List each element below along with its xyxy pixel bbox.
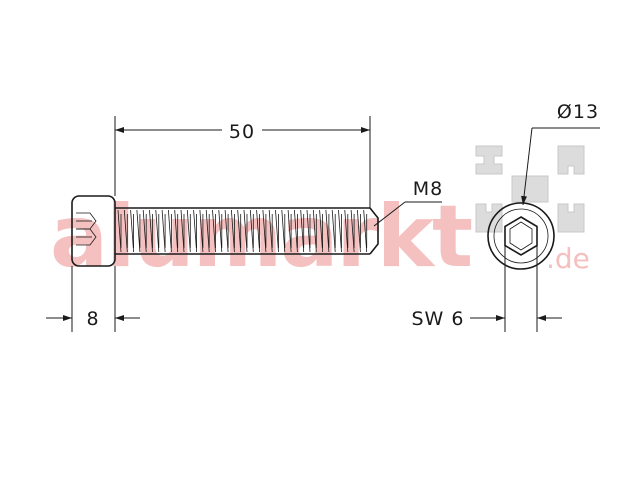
thread-crest-line xyxy=(331,209,336,253)
thread-crest-line xyxy=(294,209,298,253)
thread-crest-line xyxy=(262,209,267,253)
thread-crest-line xyxy=(306,209,311,253)
thread-crest-line xyxy=(199,209,204,253)
thread-crest-line xyxy=(168,209,172,253)
thread-crest-line xyxy=(350,209,355,253)
thread-crest-line xyxy=(142,209,147,253)
thread-crest-line xyxy=(300,209,305,253)
profile-watermark-icon xyxy=(475,145,585,233)
thread-crest-line xyxy=(243,209,248,253)
thread-crest-line xyxy=(344,209,349,253)
thread-callout-label: M8 xyxy=(413,178,443,200)
thread-crest-line xyxy=(281,209,286,253)
diameter-label: Ø13 xyxy=(557,101,599,123)
thread-crest-line xyxy=(218,209,223,253)
socket-size-label: SW 6 xyxy=(412,308,465,330)
thread-crest-line xyxy=(180,209,185,253)
thread-crest-line xyxy=(123,209,128,253)
thread-crest-line xyxy=(149,209,153,253)
thread-crest-line xyxy=(161,209,166,253)
thread-crest-line xyxy=(275,209,279,253)
thread-crest-line xyxy=(155,209,160,253)
brand-watermark-domain: .de xyxy=(546,242,590,275)
screw-head xyxy=(71,195,116,267)
brand-watermark: alumarkt .de xyxy=(50,187,590,287)
socket-size-dimension: SW 6 xyxy=(412,245,562,332)
thread-crest-line xyxy=(193,209,197,253)
head-chamfer-circle xyxy=(493,208,549,264)
thread-crest-line xyxy=(212,209,216,253)
thread-crest-line xyxy=(136,209,141,253)
length-dimension-label: 50 xyxy=(229,121,255,143)
thread-crest-line xyxy=(205,209,210,253)
thread-callout: M8 xyxy=(373,178,443,227)
head-height-label: 8 xyxy=(86,308,99,330)
thread-crest-line xyxy=(357,209,361,253)
thread-crest-line xyxy=(325,209,330,253)
thread-crest-line xyxy=(312,209,317,253)
shaft-tip xyxy=(369,207,379,255)
thread-crest-line xyxy=(186,209,191,253)
head-outline-circle xyxy=(487,202,555,270)
thread-crest-line xyxy=(363,209,368,253)
head-height-dimension: 8 xyxy=(46,266,140,332)
diameter-callout: Ø13 xyxy=(521,101,600,206)
thread-crest-line xyxy=(130,209,134,253)
thread-crest-line xyxy=(319,209,323,253)
screw-side-view xyxy=(71,195,379,267)
thread-crest-line xyxy=(249,209,254,253)
thread-crest-line xyxy=(338,209,342,253)
thread-crest-line xyxy=(224,209,229,253)
screw-end-view xyxy=(487,202,555,270)
thread-crest-line xyxy=(237,209,242,253)
thread-crest-line xyxy=(231,209,235,253)
thread-crest-line xyxy=(256,209,260,253)
socket-hidden-lines xyxy=(76,212,97,246)
hex-socket-icon xyxy=(504,216,538,256)
thread-crest-line xyxy=(287,209,292,253)
thread-crest-line xyxy=(174,209,179,253)
thread-pattern xyxy=(117,209,368,253)
thread-crest-line xyxy=(268,209,273,253)
length-dimension: 50 xyxy=(114,116,371,208)
thread-crest-line xyxy=(117,209,122,253)
